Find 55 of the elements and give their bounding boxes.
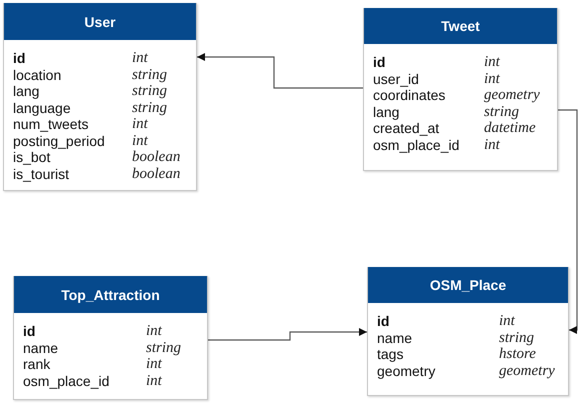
field-type: boolean [132, 149, 180, 165]
field-name: is_tourist [13, 166, 70, 182]
field-name: geometry [377, 362, 436, 378]
field-name: lang [13, 83, 40, 99]
field-name: posting_period [13, 132, 105, 148]
field-name: name [23, 340, 58, 356]
field-type: hstore [499, 346, 536, 362]
field-name: tags [377, 346, 404, 362]
entity-table [13, 276, 208, 400]
field-name: num_tweets [13, 116, 88, 132]
field-type: int [146, 372, 162, 388]
field-type: geometry [484, 87, 540, 103]
field-type: string [146, 340, 182, 356]
field-type: string [132, 100, 168, 116]
field-name: coordinates [373, 87, 446, 103]
field-type: int [132, 50, 148, 66]
field-type: datetime [484, 120, 536, 136]
field-type: string [484, 104, 520, 120]
field-type: int [484, 136, 500, 152]
field-name: name [377, 330, 412, 346]
field-type: int [484, 54, 500, 70]
entity-table [367, 267, 569, 396]
field-name: rank [23, 356, 50, 372]
field-type: int [146, 323, 162, 339]
entity-table [3, 3, 197, 191]
field-name: osm_place_id [23, 372, 110, 388]
field-type: int [132, 132, 148, 148]
field-name: id [377, 313, 390, 329]
entity-table [363, 8, 558, 171]
field-type: int [146, 356, 162, 372]
field-name: language [13, 100, 71, 116]
field-type: string [499, 330, 534, 346]
table-title: OSM_Place [368, 267, 568, 303]
field-name: location [13, 66, 62, 82]
table-title: Top_Attraction [14, 276, 207, 313]
field-name: id [373, 54, 386, 70]
field-type: string [132, 83, 168, 99]
field-type: int [132, 116, 148, 132]
field-type: string [132, 66, 168, 82]
table-title: Tweet [364, 8, 557, 44]
field-type: boolean [132, 166, 180, 182]
field-name: osm_place_id [373, 136, 460, 152]
field-name: id [23, 323, 36, 339]
field-type: int [499, 313, 515, 329]
table-title: User [4, 3, 196, 40]
arrow [197, 53, 363, 89]
field-name: user_id [373, 70, 419, 86]
arrow [558, 109, 578, 334]
arrow [208, 328, 367, 341]
field-type: int [484, 70, 500, 86]
field-name: is_bot [13, 149, 50, 165]
field-name: lang [373, 104, 400, 120]
field-name: created_at [373, 120, 440, 136]
field-name: id [13, 50, 26, 66]
field-type: geometry [499, 362, 555, 378]
